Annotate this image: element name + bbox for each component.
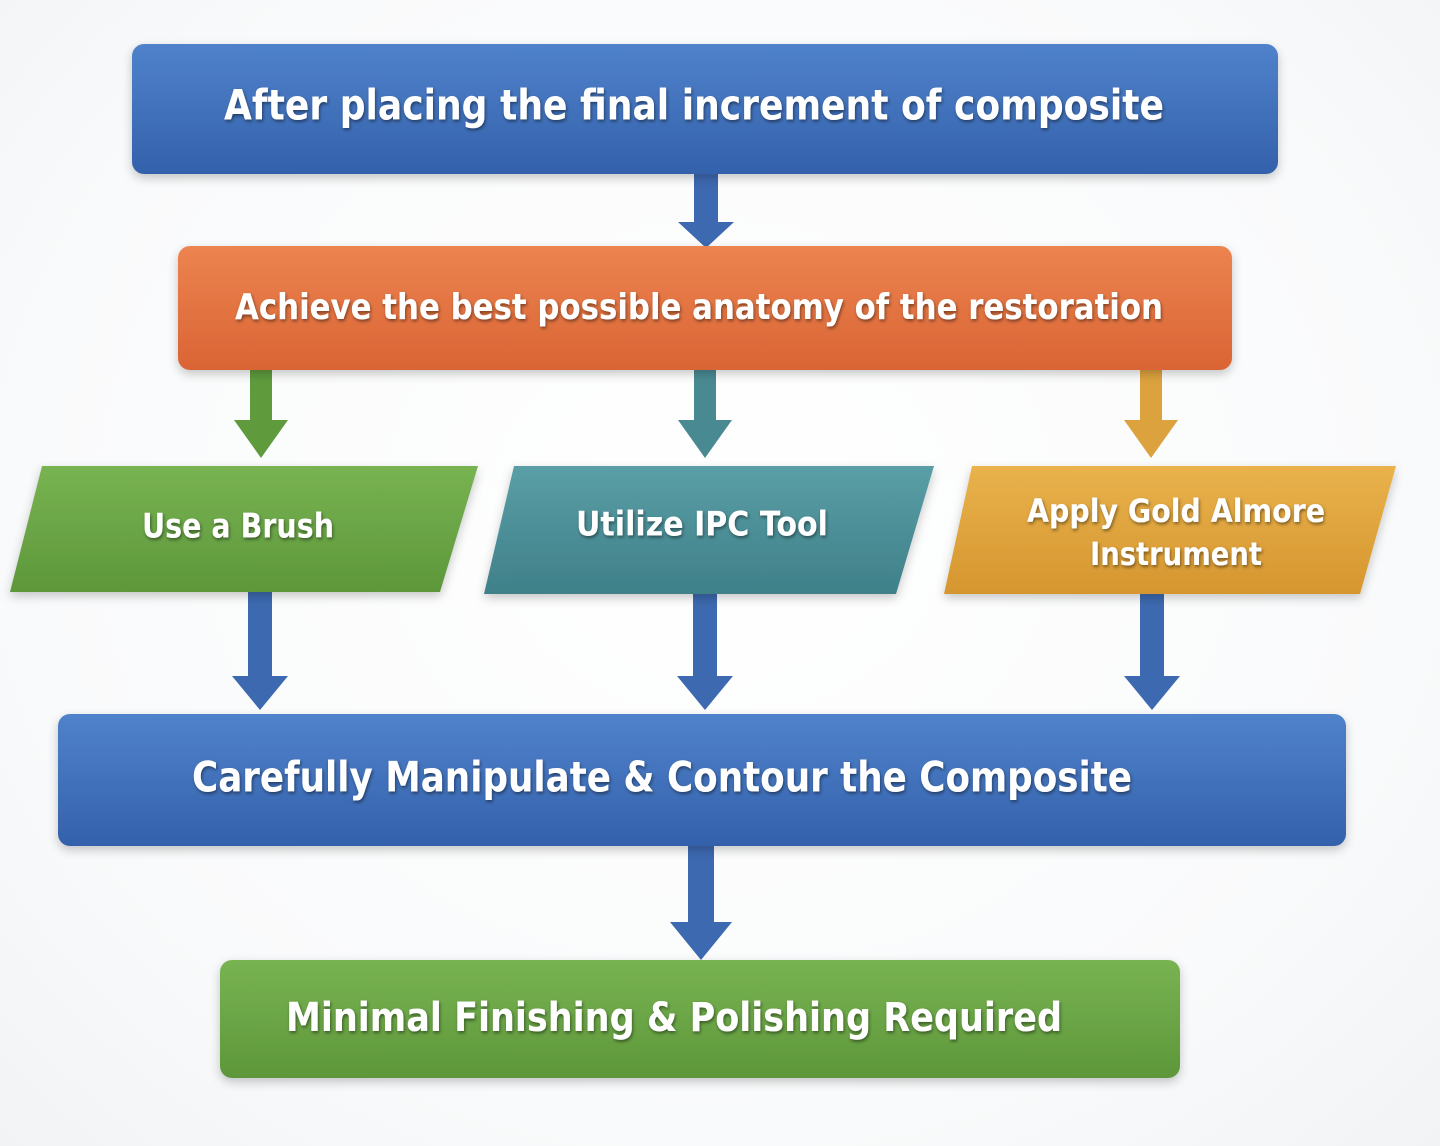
option-ipc-box: Utilize IPC Tool	[484, 466, 934, 594]
arrow-start-to-goal	[678, 174, 734, 248]
finish-label: Minimal Finishing & Polishing Required	[286, 995, 1062, 1041]
finish-box: Minimal Finishing & Polishing Required	[220, 960, 1180, 1078]
manipulate-label: Carefully Manipulate & Contour the Compo…	[192, 753, 1132, 802]
arrow-goal-to-ipc	[678, 370, 732, 458]
option-ipc-label: Utilize IPC Tool	[576, 505, 828, 545]
arrow-ipc-to-manipulate	[677, 592, 733, 710]
option-gold-label-line1: Apply Gold Almore	[1027, 492, 1325, 530]
start-label: After placing the final increment of com…	[224, 81, 1164, 130]
option-brush-label: Use a Brush	[142, 507, 334, 547]
goal-label: Achieve the best possible anatomy of the…	[235, 287, 1163, 328]
arrow-manipulate-to-finish	[670, 844, 732, 960]
option-brush-box: Use a Brush	[10, 466, 478, 592]
arrow-brush-to-manipulate	[232, 592, 288, 710]
arrow-goal-to-gold	[1124, 370, 1178, 458]
option-gold-box: Apply Gold Almore Instrument	[944, 466, 1396, 594]
arrow-goal-to-brush	[234, 370, 288, 458]
start-box: After placing the final increment of com…	[132, 44, 1278, 174]
goal-box: Achieve the best possible anatomy of the…	[178, 246, 1232, 370]
manipulate-box: Carefully Manipulate & Contour the Compo…	[58, 714, 1346, 846]
option-gold-label-line2: Instrument	[1090, 535, 1262, 573]
arrow-gold-to-manipulate	[1124, 592, 1180, 710]
